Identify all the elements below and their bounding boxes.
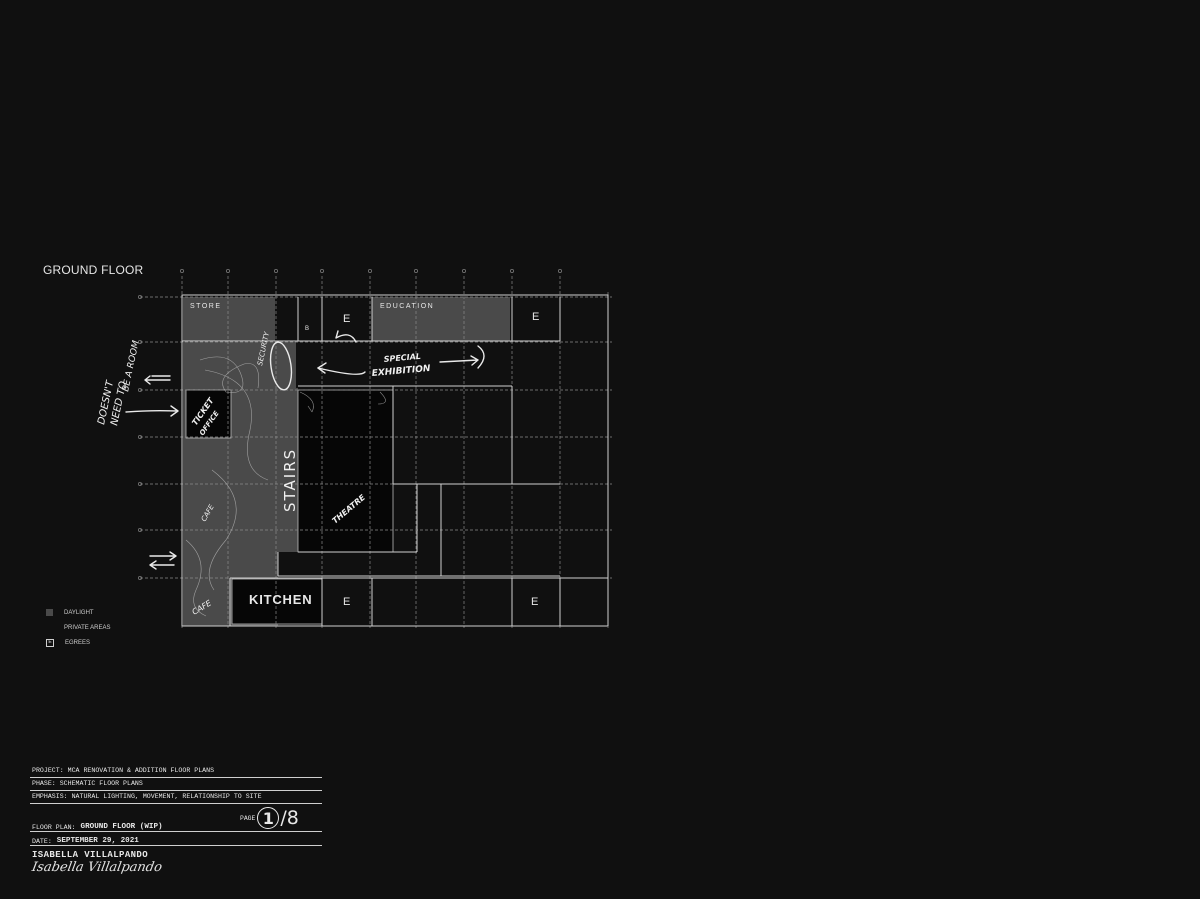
sketch-arrows	[125, 330, 485, 570]
project-line: PROJECT: MCA RENOVATION & ADDITION FLOOR…	[30, 765, 322, 778]
walls	[181, 294, 609, 627]
legend: DAYLIGHT PRIVATE AREAS E EGREES	[46, 605, 110, 650]
floor-plan-value: GROUND FLOOR (WIP)	[80, 823, 163, 831]
room-label-education: EDUCATION	[380, 303, 434, 310]
floor-plan-label: FLOOR PLAN:	[32, 824, 76, 831]
emphasis-line: EMPHASIS: NATURAL LIGHTING, MOVEMENT, RE…	[30, 791, 322, 804]
phase-line: PHASE: SCHEMATIC FLOOR PLANS	[30, 778, 322, 791]
legend-label: PRIVATE AREAS	[64, 624, 111, 631]
legend-item-private: PRIVATE AREAS	[46, 620, 110, 635]
sketch-note-line-3: BE A ROOM	[121, 340, 142, 393]
legend-label: DAYLIGHT	[64, 609, 94, 616]
emphasis-value: NATURAL LIGHTING, MOVEMENT, RELATIONSHIP…	[71, 793, 262, 800]
grid-markers	[137, 268, 563, 581]
date-label: DATE:	[32, 838, 52, 845]
room-label-store: STORE	[190, 303, 222, 310]
phase-value: SCHEMATIC FLOOR PLANS	[59, 780, 143, 787]
private-rooms	[185, 389, 394, 625]
legend-item-daylight: DAYLIGHT	[46, 605, 110, 620]
page-indicator: PAGE 1 /8	[240, 807, 299, 829]
egress-symbol: E	[46, 638, 54, 647]
legend-item-egress: E EGREES	[46, 635, 110, 650]
sketch-label-special: SPECIAL	[383, 352, 421, 364]
date-value: SEPTEMBER 29, 2021	[56, 837, 139, 845]
author-name: ISABELLA VILLALPANDO	[32, 850, 149, 860]
plan-title: GROUND FLOOR	[43, 263, 144, 277]
room-label-egress-4: E	[531, 596, 538, 608]
legend-label: EGREES	[65, 639, 91, 646]
sketch-label-stairs: STAIRS	[281, 448, 299, 512]
room-label-egress-2: E	[532, 311, 539, 323]
room-label-egress-1: E	[343, 313, 350, 325]
sketch-scribbles	[185, 356, 386, 617]
room-label-b: B	[305, 326, 309, 332]
title-block: PROJECT: MCA RENOVATION & ADDITION FLOOR…	[30, 765, 322, 875]
project-value: MCA RENOVATION & ADDITION FLOOR PLANS	[67, 767, 215, 774]
private-swatch	[46, 624, 53, 631]
page-number: 1	[257, 807, 280, 829]
room-label-kitchen: KITCHEN	[249, 592, 312, 607]
phase-label: PHASE:	[32, 780, 56, 787]
project-label: PROJECT:	[32, 767, 64, 774]
floor-plan-line: FLOOR PLAN: GROUND FLOOR (WIP) PAGE 1 /8	[30, 807, 322, 832]
daylight-swatch	[46, 609, 53, 616]
signature: Isabella Villalpando	[30, 860, 164, 875]
sketch-label-exhibition: EXHIBITION	[371, 364, 431, 379]
page-total: /8	[280, 807, 299, 829]
date-line: DATE: SEPTEMBER 29, 2021	[30, 832, 322, 846]
page-label: PAGE	[240, 814, 256, 822]
room-label-egress-3: E	[343, 596, 350, 608]
emphasis-label: EMPHASIS:	[32, 793, 68, 800]
